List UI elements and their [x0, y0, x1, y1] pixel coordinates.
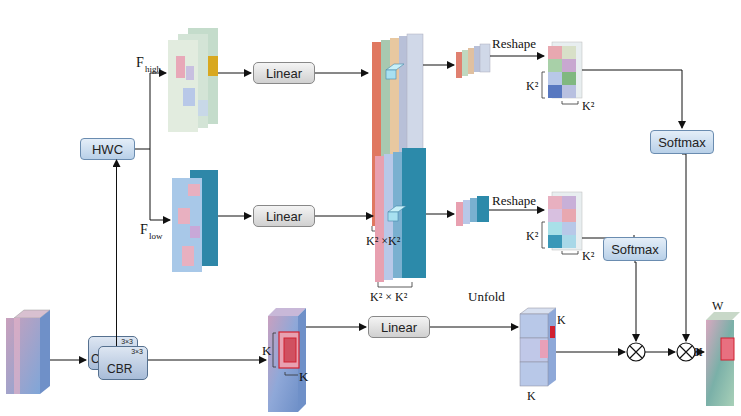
- low-kernel-stack: [375, 148, 426, 287]
- unfold-block: [520, 308, 556, 386]
- annotation-label: F: [136, 56, 144, 70]
- annotation-label: K² ×K²: [366, 235, 400, 247]
- high-freq-map: [168, 28, 218, 132]
- annotation-label: K: [557, 314, 566, 326]
- annotation-label: Reshape: [492, 194, 536, 207]
- low-kernel-grid: [542, 192, 582, 254]
- high-kernel-cube: [456, 44, 490, 78]
- annotation-label: W: [712, 300, 723, 312]
- low-kernel-cube: [456, 196, 489, 226]
- process-box: Linear: [368, 316, 430, 338]
- annotation-label: K²: [526, 80, 538, 92]
- annotation-label: high: [145, 65, 161, 74]
- process-box: Softmax: [650, 130, 714, 154]
- box-text: Softmax: [611, 242, 659, 257]
- annotation-label: K²: [582, 100, 594, 112]
- box-text: Linear: [381, 320, 417, 335]
- input-map: [6, 310, 50, 394]
- output-map: [706, 312, 740, 406]
- conv-block: 3×3CBR: [98, 346, 148, 380]
- process-box: Linear: [253, 205, 315, 227]
- process-box: Linear: [253, 62, 315, 84]
- box-text: CBR: [107, 362, 132, 376]
- annotation-label: K: [299, 370, 308, 383]
- annotation-label: F: [140, 223, 148, 237]
- box-text: Linear: [266, 209, 302, 224]
- box-text: 3×3: [131, 348, 143, 355]
- box-text: Linear: [266, 66, 302, 81]
- wire: [50, 56, 704, 360]
- box-text: Softmax: [658, 135, 706, 150]
- annotation-label: K²: [526, 230, 538, 242]
- low-freq-map: [172, 170, 218, 272]
- high-kernel-grid: [542, 42, 582, 104]
- annotation-label: K: [262, 344, 271, 357]
- box-text: HWC: [92, 142, 123, 157]
- annotation-label: K² × K²: [370, 291, 407, 303]
- annotation-label: Unfold: [468, 290, 505, 303]
- annotation-label: low: [149, 232, 163, 241]
- annotation-label: H: [694, 346, 703, 358]
- multiply-symbol: [627, 343, 695, 361]
- annotation-label: K: [527, 390, 536, 402]
- conv-feature-map: [268, 308, 306, 412]
- box-text: 3×3: [121, 338, 133, 345]
- process-box: Softmax: [603, 237, 667, 261]
- process-box: HWC: [80, 138, 135, 160]
- connector-arrow: [116, 160, 117, 346]
- annotation-label: Reshape: [492, 37, 536, 50]
- annotation-label: K²: [582, 250, 594, 262]
